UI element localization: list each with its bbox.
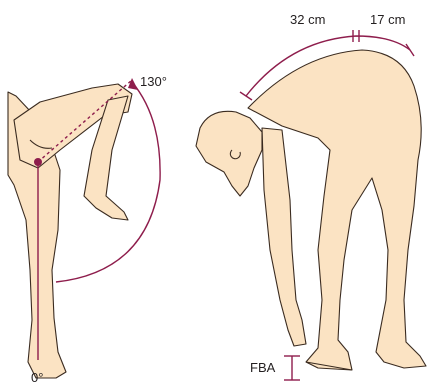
head [196,111,262,196]
measure-a-label: 32 cm [290,12,325,27]
angle-end-label: 130° [140,74,167,89]
hanging-arm [262,128,306,346]
forward-bend-figure: 32 cm 17 cm FBA [196,12,426,380]
arc-arrowhead [128,78,138,90]
measure-b-label: 17 cm [370,12,405,27]
hip-flexion-figure: 130° 0° [8,74,167,383]
hip-pivot-dot [34,158,42,166]
fba-label: FBA [250,360,276,375]
angle-start-label: 0° [31,370,43,383]
